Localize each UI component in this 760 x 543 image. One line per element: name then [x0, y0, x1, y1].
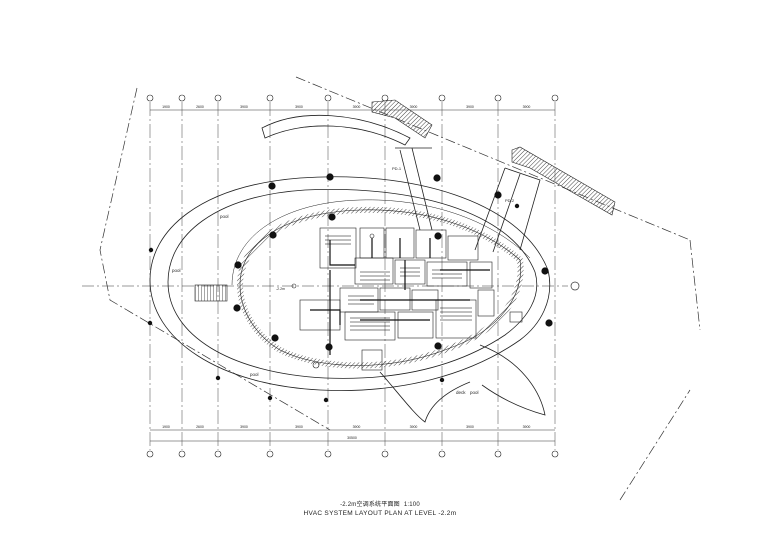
grid-bubble-bottom-7 — [438, 450, 446, 458]
grid-bubble-bottom-9 — [551, 450, 559, 458]
structural-column-2 — [326, 173, 334, 181]
structural-column-13 — [541, 267, 549, 275]
bottom-dimension-line — [150, 429, 555, 442]
bottom-dims-text-7: 3900 — [466, 425, 474, 429]
structural-column-20 — [439, 377, 445, 383]
top-dims-text-1: 1900 — [162, 105, 170, 109]
structural-column-17 — [215, 375, 221, 381]
top-dims-text-2: 2600 — [196, 105, 204, 109]
grid-bubble-bottom-8 — [494, 450, 502, 458]
top-dims-text-6: 3900 — [410, 105, 418, 109]
grid-bubble-top-6 — [381, 94, 389, 102]
drawing-title-en: HVAC SYSTEM LAYOUT PLAN AT LEVEL -2.2m — [303, 510, 457, 517]
bottom-dims-text-2: 2600 — [196, 425, 204, 429]
stair — [194, 284, 228, 302]
bottom-dims-text-3: 3900 — [240, 425, 248, 429]
structural-column-15 — [147, 320, 153, 326]
horizontal-centerline — [82, 281, 580, 291]
structural-column-12 — [434, 342, 442, 350]
pool-outer-edge — [149, 176, 551, 391]
bottom-dims-text-8: 3900 — [523, 425, 531, 429]
pool-label-right: pool — [470, 390, 479, 395]
drawing-title-cn-text: -2.2m空调系统平面图 — [340, 502, 400, 508]
site-boundary — [99, 76, 701, 501]
drawing-scale: 1:100 — [403, 502, 420, 508]
grid-bubble-top-4 — [266, 94, 274, 102]
top-dims-text-7: 3900 — [466, 105, 474, 109]
structural-columns — [147, 173, 553, 403]
deck-label: deck — [456, 390, 466, 395]
grid-bubble-top-2 — [178, 94, 186, 102]
structural-column-19 — [323, 397, 329, 403]
grid-bubble-bottom-2 — [178, 450, 186, 458]
level-mark: -2.2m — [276, 287, 285, 291]
grid-bubble-top-9 — [551, 94, 559, 102]
hatched-wall-top — [371, 99, 433, 139]
structural-column-1 — [268, 182, 276, 190]
structural-column-14 — [545, 319, 553, 327]
structural-column-5 — [328, 213, 336, 221]
grid-bubble-bottom-5 — [324, 450, 332, 458]
bottom-overall-dimension: 30500 — [347, 436, 357, 440]
grid-bubble-top-5 — [324, 94, 332, 102]
top-dims-text-5: 3900 — [353, 105, 361, 109]
top-dimension-texts: 1900 2600 3900 3900 3900 3900 3900 3900 — [162, 105, 530, 109]
grid-bubble-top-1 — [146, 94, 154, 102]
structural-column-4 — [494, 191, 502, 199]
structural-column-8 — [234, 261, 242, 269]
grid-bubble-bottom-4 — [266, 450, 274, 458]
pool-label-lower: pool — [250, 372, 259, 377]
structural-column-6 — [434, 232, 442, 240]
tail-pool — [379, 344, 546, 423]
top-dims-text-8: 3900 — [523, 105, 531, 109]
ramp-corridors — [395, 147, 541, 253]
top-curved-wall — [261, 115, 411, 146]
structural-column-3 — [433, 174, 441, 182]
structural-column-7 — [269, 231, 277, 239]
bottom-dimension-texts: 1900 2600 3900 3900 3900 3900 3900 3900 — [162, 425, 530, 429]
bottom-dims-text-1: 1900 — [162, 425, 170, 429]
pool-label-upper: pool — [220, 214, 229, 219]
riser-label-2: PD-2 — [505, 198, 515, 203]
grid-bubble-bottom-3 — [214, 450, 222, 458]
bottom-dims-text-5: 3900 — [353, 425, 361, 429]
structural-column-21 — [514, 203, 520, 209]
structural-column-18 — [267, 395, 273, 401]
hvac-equipment-dense — [325, 235, 472, 331]
small-fixtures — [291, 233, 375, 369]
bottom-dims-text-6: 3900 — [410, 425, 418, 429]
grid-bubble-bottom-1 — [146, 450, 154, 458]
structural-column-11 — [325, 343, 333, 351]
pool-label-left: pool — [172, 268, 181, 273]
grid-bubble-top-7 — [438, 94, 446, 102]
grid-bubble-top-8 — [494, 94, 502, 102]
riser-label-1: PD-1 — [392, 166, 402, 171]
structural-column-10 — [271, 334, 279, 342]
structural-column-9 — [233, 304, 241, 312]
grid-bubble-bottom-6 — [381, 450, 389, 458]
top-dims-text-4: 3900 — [295, 105, 303, 109]
hatched-wall-right — [511, 146, 616, 216]
structural-column-16 — [148, 247, 154, 253]
grid-bubble-top-3 — [214, 94, 222, 102]
grid-columns — [146, 94, 559, 458]
bottom-dims-text-4: 3900 — [295, 425, 303, 429]
top-dims-text-3: 3900 — [240, 105, 248, 109]
hvac-ducts — [310, 238, 490, 355]
